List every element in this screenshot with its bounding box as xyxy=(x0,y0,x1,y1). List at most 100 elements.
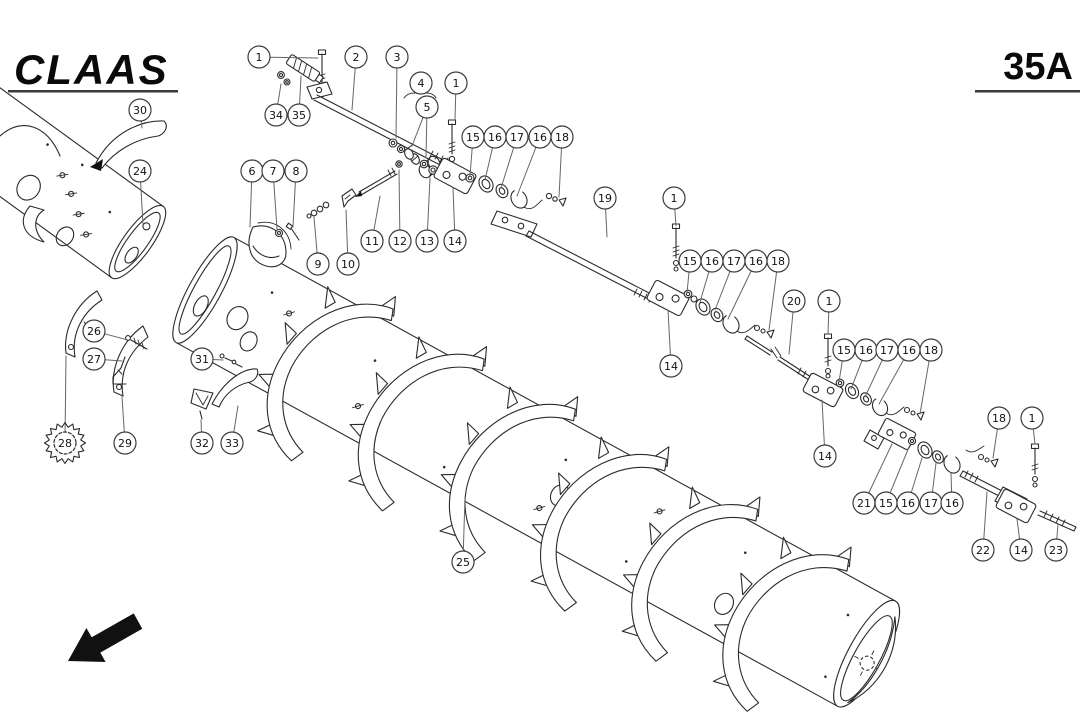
callout-number: 17 xyxy=(510,131,524,144)
callout-circle[interactable] xyxy=(415,95,439,119)
callout-circle[interactable] xyxy=(82,319,106,343)
callout-circle[interactable] xyxy=(409,71,433,95)
direction-arrow-icon xyxy=(68,613,143,662)
callout-16[interactable]: 16 xyxy=(699,249,724,303)
callout-17[interactable]: 17 xyxy=(864,338,899,398)
callout-1[interactable]: 1 xyxy=(817,289,841,335)
callout-13[interactable]: 13 xyxy=(415,177,439,253)
callout-26[interactable]: 26 xyxy=(82,319,129,343)
callout-circle[interactable] xyxy=(896,491,920,515)
callout-17[interactable]: 17 xyxy=(919,462,943,515)
callout-circle[interactable] xyxy=(190,431,214,455)
callout-14[interactable]: 14 xyxy=(1009,518,1033,562)
callout-circle[interactable] xyxy=(336,252,360,276)
callout-4[interactable]: 4 xyxy=(409,71,433,95)
callout-3[interactable]: 3 xyxy=(385,45,409,139)
callout-circle[interactable] xyxy=(388,229,412,253)
callout-23[interactable]: 23 xyxy=(1044,523,1068,562)
callout-35[interactable]: 35 xyxy=(287,75,311,127)
callout-circle[interactable] xyxy=(987,406,1011,430)
callout-1[interactable]: 1 xyxy=(444,71,468,121)
callout-circle[interactable] xyxy=(443,229,467,253)
callout-25[interactable]: 25 xyxy=(451,496,475,574)
callout-circle[interactable] xyxy=(220,431,244,455)
callout-circle[interactable] xyxy=(128,159,152,183)
callout-20[interactable]: 20 xyxy=(782,289,806,355)
callout-29[interactable]: 29 xyxy=(113,396,137,455)
callout-19[interactable]: 19 xyxy=(593,186,617,238)
callout-circle[interactable] xyxy=(128,98,152,122)
callout-27[interactable]: 27 xyxy=(82,347,123,371)
callout-5[interactable]: 5 xyxy=(411,95,439,159)
callout-circle[interactable] xyxy=(264,103,288,127)
callout-circle[interactable] xyxy=(1044,538,1068,562)
callout-16[interactable]: 16 xyxy=(483,125,507,181)
callout-34[interactable]: 34 xyxy=(264,83,288,127)
callout-circle[interactable] xyxy=(813,444,837,468)
callout-circle[interactable] xyxy=(451,550,475,574)
callout-8[interactable]: 8 xyxy=(284,159,308,228)
callout-circle[interactable] xyxy=(306,252,330,276)
callout-28[interactable]: 28 xyxy=(43,355,87,465)
callout-1[interactable]: 1 xyxy=(247,45,319,69)
callout-circle[interactable] xyxy=(82,347,106,371)
callout-circle[interactable] xyxy=(1020,406,1044,430)
callout-16[interactable]: 16 xyxy=(896,457,923,515)
callout-circle[interactable] xyxy=(415,229,439,253)
callout-circle[interactable] xyxy=(593,186,617,210)
callout-7[interactable]: 7 xyxy=(261,159,285,230)
callout-circle[interactable] xyxy=(1009,538,1033,562)
callout-33[interactable]: 33 xyxy=(220,405,244,455)
callout-circle[interactable] xyxy=(261,159,285,183)
callout-circle[interactable] xyxy=(659,354,683,378)
callout-circle[interactable] xyxy=(971,538,995,562)
callout-1[interactable]: 1 xyxy=(1020,406,1044,445)
callout-14[interactable]: 14 xyxy=(443,187,467,253)
callout-17[interactable]: 17 xyxy=(500,125,529,189)
callout-11[interactable]: 11 xyxy=(360,195,384,253)
callout-18[interactable]: 18 xyxy=(766,249,790,331)
callout-circle[interactable] xyxy=(919,338,943,362)
callout-circle[interactable] xyxy=(287,103,311,127)
callout-circle[interactable] xyxy=(782,289,806,313)
callout-circle[interactable] xyxy=(190,347,214,371)
callout-12[interactable]: 12 xyxy=(388,169,412,253)
callout-circle[interactable] xyxy=(113,431,137,455)
callout-6[interactable]: 6 xyxy=(240,159,264,228)
callout-circle[interactable] xyxy=(385,45,409,69)
callout-2[interactable]: 2 xyxy=(344,45,368,111)
callout-18[interactable]: 18 xyxy=(550,125,574,198)
callout-circle[interactable] xyxy=(344,45,368,69)
callout-9[interactable]: 9 xyxy=(306,216,330,276)
callout-14[interactable]: 14 xyxy=(813,399,837,468)
callout-10[interactable]: 10 xyxy=(336,209,360,276)
callout-15[interactable]: 15 xyxy=(832,338,856,383)
callout-18[interactable]: 18 xyxy=(987,406,1011,459)
callout-15[interactable]: 15 xyxy=(874,446,910,515)
callout-circle[interactable] xyxy=(444,71,468,95)
callout-circle[interactable] xyxy=(284,159,308,183)
callout-14[interactable]: 14 xyxy=(659,309,683,378)
callout-circle[interactable] xyxy=(766,249,790,273)
callout-circle[interactable] xyxy=(505,125,529,149)
callout-16[interactable]: 16 xyxy=(850,338,878,390)
callout-circle[interactable] xyxy=(550,125,574,149)
callout-circle[interactable] xyxy=(247,45,271,69)
callout-22[interactable]: 22 xyxy=(971,491,995,562)
callout-15[interactable]: 15 xyxy=(678,249,702,294)
callout-24[interactable]: 24 xyxy=(128,159,152,226)
callout-15[interactable]: 15 xyxy=(461,125,485,177)
callout-circle[interactable] xyxy=(662,186,686,210)
callout-31[interactable]: 31 xyxy=(190,347,224,371)
callout-1[interactable]: 1 xyxy=(662,186,686,227)
callout-32[interactable]: 32 xyxy=(190,419,214,455)
callout-circle[interactable] xyxy=(360,229,384,253)
callout-circle[interactable] xyxy=(940,491,964,515)
callout-circle[interactable] xyxy=(53,431,77,455)
callout-21[interactable]: 21 xyxy=(852,443,893,515)
callout-16[interactable]: 16 xyxy=(727,249,768,320)
callout-circle[interactable] xyxy=(817,289,841,313)
callout-30[interactable]: 30 xyxy=(128,98,152,129)
callout-18[interactable]: 18 xyxy=(919,338,943,415)
callout-16[interactable]: 16 xyxy=(940,472,964,515)
